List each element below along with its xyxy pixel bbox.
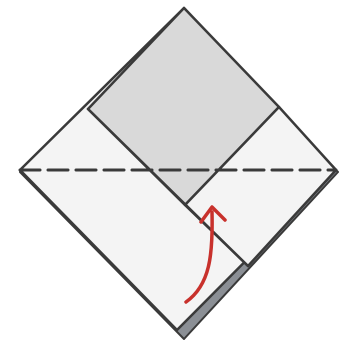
origami-diagram (0, 0, 340, 352)
diagram-canvas (0, 0, 340, 352)
